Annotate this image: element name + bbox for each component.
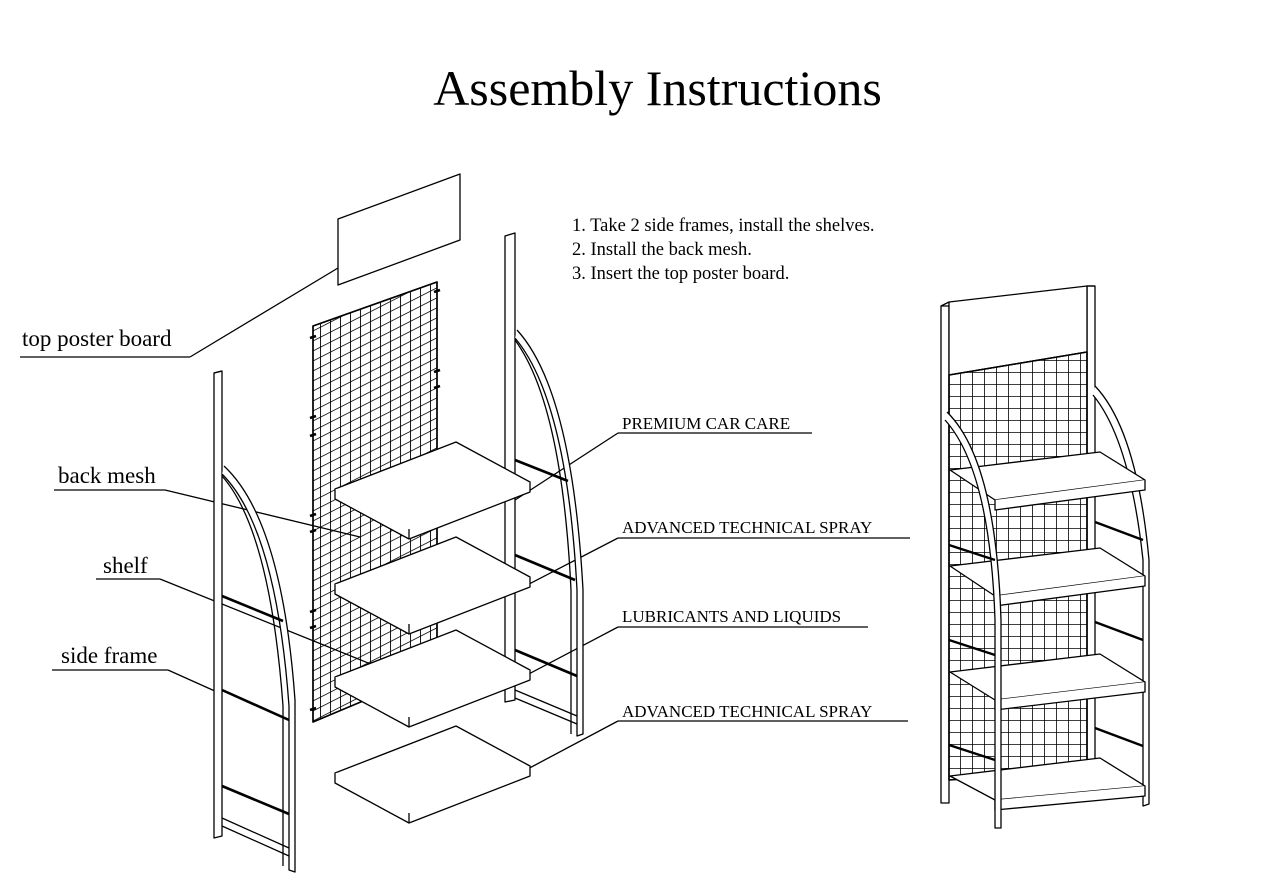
leader-shelf-1 (511, 432, 812, 503)
label-shelf-3: LUBRICANTS AND LIQUIDS (622, 607, 842, 626)
label-shelf: shelf (103, 553, 148, 578)
leader-top-poster-board (20, 255, 359, 358)
top-poster-board-part (337, 173, 461, 286)
label-top-poster-board: top poster board (22, 326, 172, 351)
leader-shelf-4 (521, 720, 908, 773)
step-3: 3. Insert the top poster board. (572, 264, 790, 284)
page-title: Assembly Instructions (433, 60, 882, 116)
label-shelf-1: PREMIUM CAR CARE (622, 414, 791, 433)
leader-shelf-2 (503, 537, 910, 598)
shelf-2 (334, 536, 531, 635)
label-shelf-2: ADVANCED TECHNICAL SPRAY (622, 518, 873, 537)
label-side-frame: side frame (61, 643, 158, 668)
label-back-mesh: back mesh (58, 463, 156, 488)
shelf-3 (334, 629, 531, 728)
left-side-frame (213, 370, 296, 873)
step-2: 2. Install the back mesh. (572, 240, 752, 260)
leader-side-frame (52, 669, 218, 693)
label-shelf-4: ADVANCED TECHNICAL SPRAY (622, 702, 873, 721)
instruction-steps: 1. Take 2 side frames, install the shelv… (572, 214, 875, 286)
shelf-4 (334, 725, 531, 824)
step-1: 1. Take 2 side frames, install the shelv… (572, 216, 875, 236)
assembled-display-stand (940, 285, 1150, 829)
leader-shelf-3 (505, 626, 868, 687)
shelf-1 (334, 441, 531, 540)
